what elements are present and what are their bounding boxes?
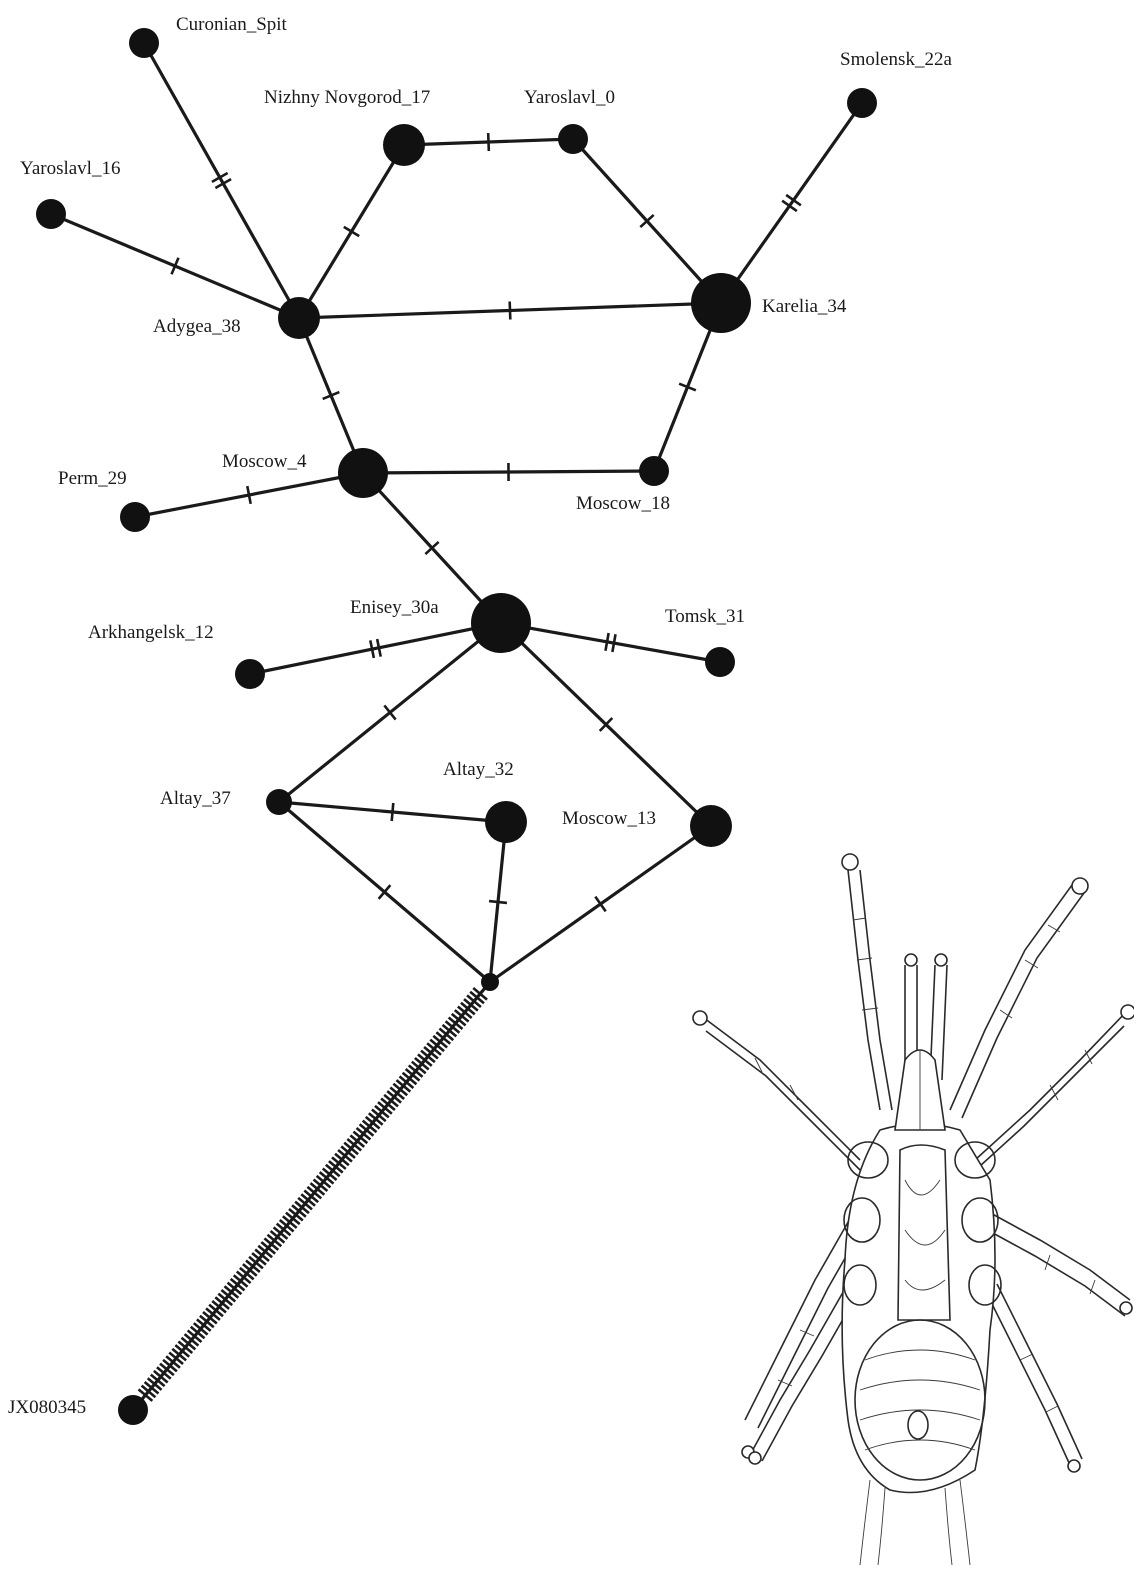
edge-moscow13-hub [490,826,711,982]
haplotype-label-nizhny: Nizhny Novgorod_17 [264,87,430,108]
haplotype-label-arkh: Arkhangelsk_12 [88,622,214,643]
haplotype-node-karelia [691,273,751,333]
mutation-tick [612,634,615,652]
edge-perm-moscow4 [135,473,363,517]
mutation-tick [489,901,507,903]
edge-curonian-adygea [144,43,299,318]
mutation-tick [344,227,359,236]
haplotype-label-smolensk: Smolensk_22a [840,49,952,70]
haplotype-node-arkh [235,659,265,689]
mutation-tick [370,640,374,658]
edge-line [144,43,299,318]
haplotype-node-adygea [278,297,320,339]
haplotype-label-perm: Perm_29 [58,468,127,489]
haplotype-label-moscow4: Moscow_4 [222,451,307,472]
edge-nizhny-adygea [299,145,404,318]
network-labels: Curonian_SpitNizhny Novgorod_17Yaroslavl… [8,14,952,1418]
network-edges [51,43,862,1410]
network-nodes [36,28,877,1425]
mutation-tick [392,803,394,821]
edge-smolensk-karelia [721,103,862,303]
edge-yar16-adygea [51,214,299,318]
haplotype-node-hub [481,973,499,991]
haplotype-label-moscow13: Moscow_13 [562,808,656,829]
haplotype-node-yar0 [558,124,588,154]
mite-illustration [693,854,1134,1565]
haplotype-node-altay37 [266,789,292,815]
edge-moscow4-moscow18 [363,463,654,481]
haplotype-node-tomsk [705,647,735,677]
haplotype-label-altay37: Altay_37 [160,788,231,809]
haplotype-node-moscow13 [690,805,732,847]
haplotype-node-curonian [129,28,159,58]
haplotype-node-moscow18 [639,456,669,486]
edge-line [721,103,862,303]
haplotype-label-karelia: Karelia_34 [762,296,847,317]
edge-altay32-hub [489,822,507,982]
edge-adygea-karelia [299,302,721,320]
haplotype-node-altay32 [485,801,527,843]
edge-altay37-altay32 [279,802,506,822]
haplotype-label-yar0: Yaroslavl_0 [524,87,615,108]
mutation-tick [247,486,250,504]
edge-altay37-hub [279,802,490,982]
mutation-tick [510,302,511,320]
haplotype-label-curonian: Curonian_Spit [176,14,288,35]
haplotype-node-perm [120,502,150,532]
mutation-tick [377,639,381,657]
haplotype-label-moscow18: Moscow_18 [576,493,670,514]
mutation-tick [488,133,489,151]
haplotype-node-nizhny [383,124,425,166]
haplotype-label-altay32: Altay_32 [443,759,514,780]
edge-arkh-enisey [250,623,501,674]
edge-nizhny-yar0 [404,133,573,151]
haplotype-node-jx [118,1395,148,1425]
edge-yar0-karelia [573,139,721,303]
mutation-tick [605,633,608,651]
haplotype-label-yar16: Yaroslavl_16 [20,158,120,179]
edge-hub-jx [133,982,490,1410]
haplotype-node-yar16 [36,199,66,229]
mite-body [842,1124,995,1493]
haplotype-node-moscow4 [338,448,388,498]
haplotype-node-enisey [471,593,531,653]
haplotype-label-adygea: Adygea_38 [153,316,241,337]
mutation-tick [595,897,605,912]
haplotype-node-smolensk [847,88,877,118]
haplotype-label-tomsk: Tomsk_31 [665,606,745,627]
haplotype-label-jx: JX080345 [8,1397,86,1418]
edge-line [250,623,501,674]
haplotype-label-enisey: Enisey_30a [350,597,439,618]
edge-adygea-moscow4 [299,318,363,473]
